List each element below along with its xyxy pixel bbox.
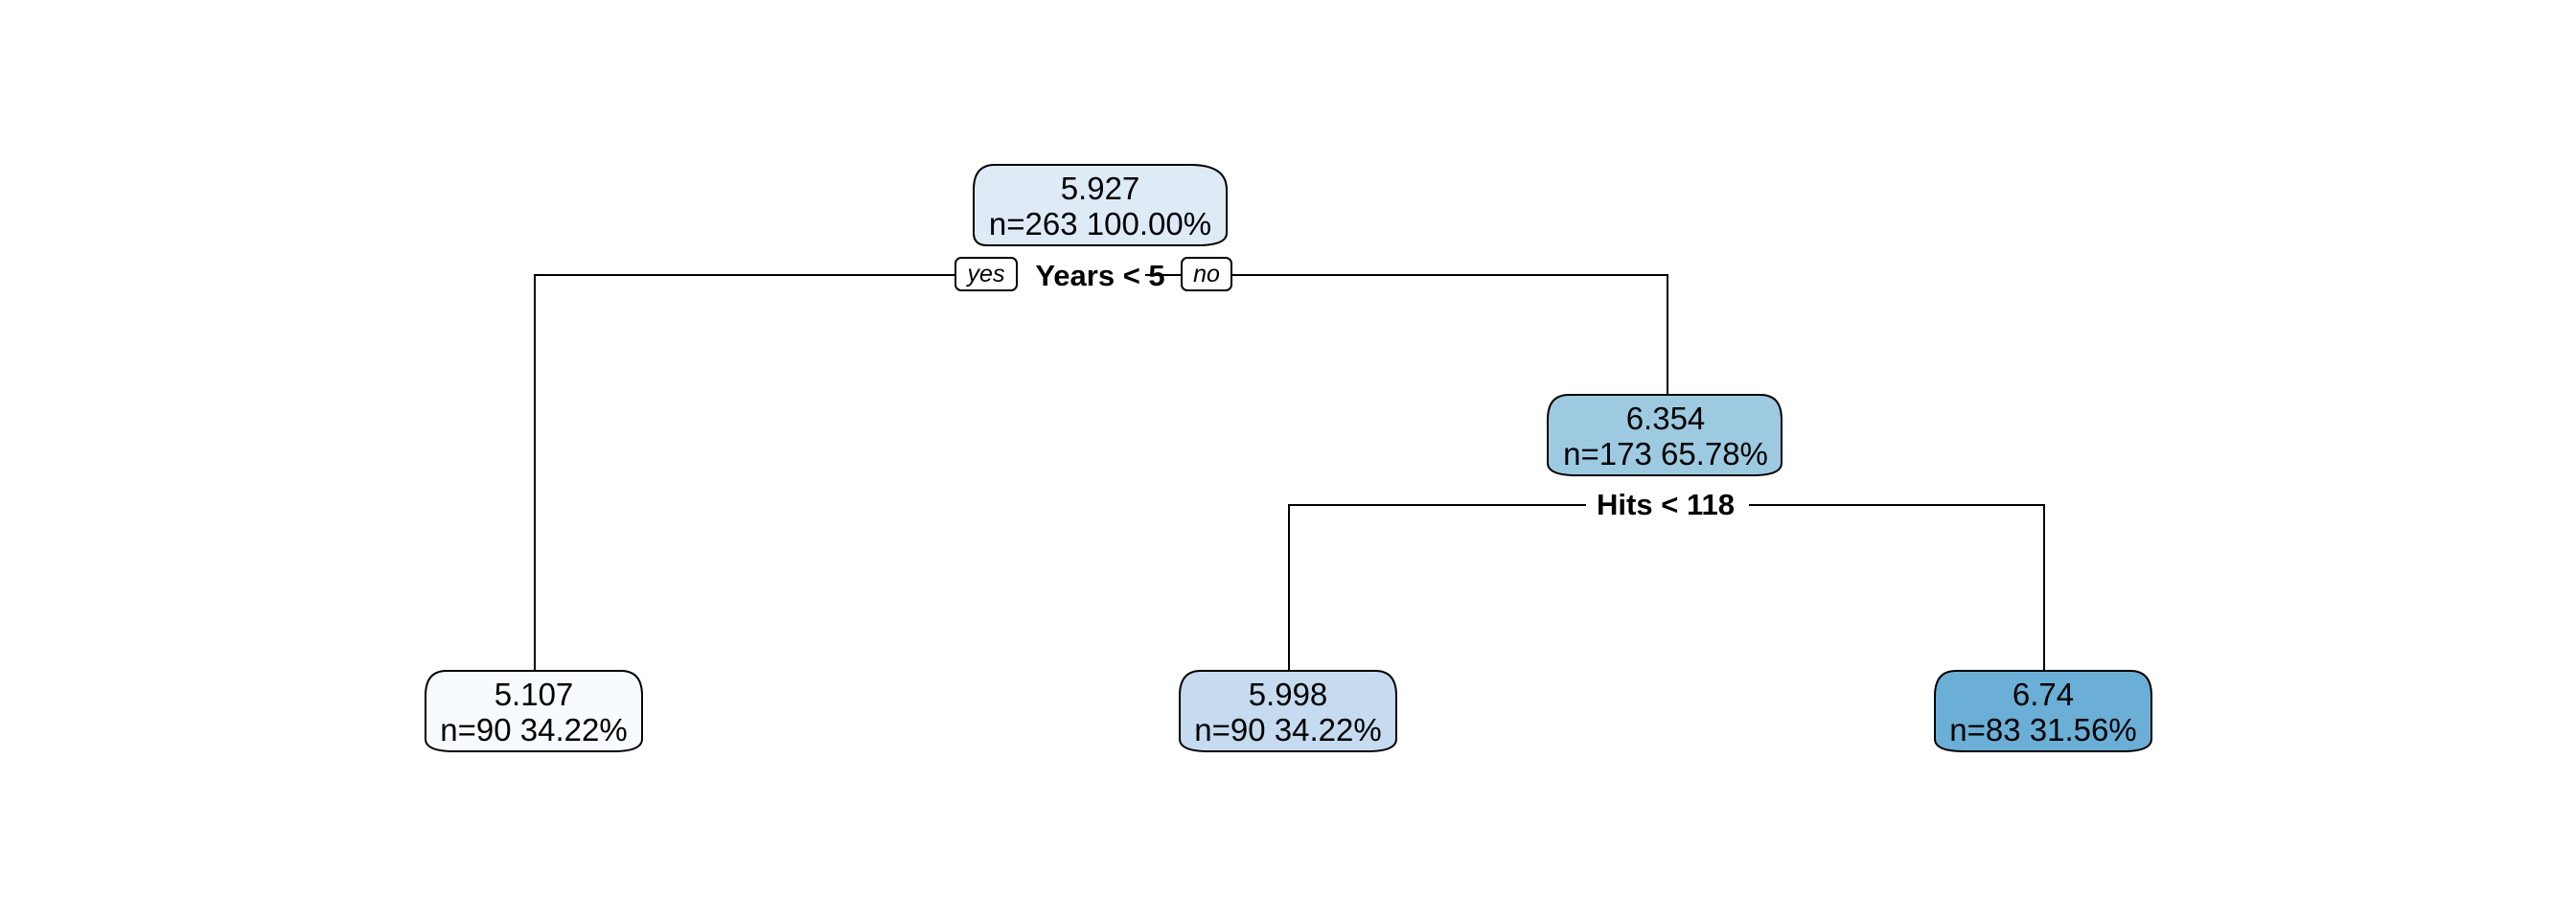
leaf-node-value: 5.998 [1249,677,1328,712]
no-label-box [1181,257,1232,291]
leaf-node-value: 5.107 [494,677,574,712]
root-node-box [973,164,1228,246]
leaf-node-value: 6.74 [2012,677,2074,712]
yes-label: yes [966,261,1005,288]
edge-root-to-leaf-1 [534,274,1045,671]
root-split-label: Years < 5 [1035,259,1164,292]
leaf-node-box [425,670,643,752]
inner-split: Hits < 118 [1586,488,1749,522]
leaf-node-stats: n=83 31.56% [1949,712,2136,748]
leaf-node-box [1179,670,1397,752]
edge-root-to-inner [1045,274,1668,395]
root-node-stats: n=263 100.00% [989,206,1211,242]
inner-node: 6.354 n=173 65.78% [1547,394,1782,476]
leaf-node-stats: n=90 34.22% [440,712,627,748]
edge-inner-to-leaf-2 [1288,504,1668,671]
leaf-node: 6.74 n=83 31.56% [1934,670,2152,752]
leaf-node: 5.107 n=90 34.22% [425,670,643,752]
inner-split-label-background [1586,488,1749,522]
root-split: Years < 5 yes no [954,257,1232,293]
inner-node-box [1547,394,1782,476]
root-node: 5.927 n=263 100.00% [973,164,1228,246]
tree-edges [534,274,2045,671]
root-node-value: 5.927 [1061,171,1140,206]
leaf-node-box [1934,670,2152,752]
leaf-node-stats: n=90 34.22% [1194,712,1381,748]
root-split-label-background [1001,259,1145,293]
inner-node-value: 6.354 [1626,401,1706,436]
inner-node-stats: n=173 65.78% [1563,436,1768,472]
edge-inner-to-leaf-3 [1668,504,2045,671]
no-label: no [1193,261,1220,288]
yes-label-box [954,257,1018,291]
leaf-node: 5.998 n=90 34.22% [1179,670,1397,752]
inner-split-label: Hits < 118 [1597,488,1735,521]
